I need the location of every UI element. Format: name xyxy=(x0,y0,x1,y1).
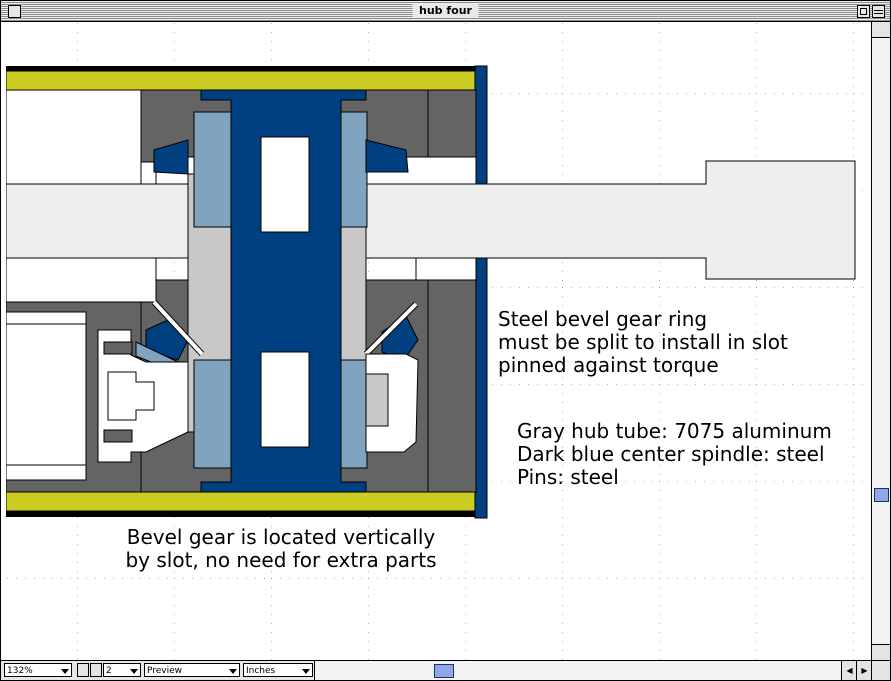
frame-top-line xyxy=(6,66,476,71)
upper-gear-left xyxy=(153,139,189,175)
gear-ring-note-line-3: pinned against torque xyxy=(498,353,719,377)
left-spring-upper xyxy=(103,341,133,355)
scroll-down-arrow-icon[interactable] xyxy=(872,644,890,660)
race-bottom-right xyxy=(340,359,368,469)
bevel-gear-note-line-2: by slot, no need for extra parts xyxy=(125,548,437,572)
view-mode-dropdown-icon xyxy=(229,669,237,674)
spindle-window-top xyxy=(260,136,310,233)
gear-ring-note: Steel bevel gear ring must be split to i… xyxy=(498,308,788,377)
horizontal-scroll-thumb[interactable] xyxy=(434,664,454,678)
left-spring-plunger xyxy=(107,371,155,421)
window-title: hub four xyxy=(412,4,479,17)
zoom-select[interactable]: 132% xyxy=(4,663,72,677)
horizontal-scrollbar[interactable] xyxy=(314,661,842,680)
page-previous-button[interactable] xyxy=(77,663,89,677)
materials-note: Gray hub tube: 7075 aluminum Dark blue c… xyxy=(517,420,832,489)
page-select[interactable]: 2 xyxy=(103,663,141,677)
left-white-slot xyxy=(6,311,87,481)
gear-slot-right xyxy=(364,302,418,356)
page-dropdown-icon xyxy=(130,669,138,674)
zoom-dropdown-icon xyxy=(61,669,69,674)
yellow-band-top xyxy=(6,70,477,91)
left-spring-lower xyxy=(103,429,133,443)
zoom-value: 132% xyxy=(7,666,33,676)
units-value: Inches xyxy=(246,666,276,676)
units-dropdown-icon xyxy=(302,669,310,674)
scroll-up-arrow-icon[interactable] xyxy=(872,22,890,38)
materials-note-line-1: Gray hub tube: 7075 aluminum xyxy=(517,419,832,443)
right-blue-plate xyxy=(474,65,488,519)
drawing-canvas[interactable]: Steel bevel gear ring must be split to i… xyxy=(6,22,871,660)
race-top-left xyxy=(193,111,235,228)
vertical-scrollbar[interactable] xyxy=(871,22,890,660)
view-mode-select[interactable]: Preview xyxy=(144,663,240,677)
upper-gear-right xyxy=(365,139,409,173)
close-box-icon[interactable] xyxy=(8,5,21,18)
scroll-right-arrow-icon[interactable]: ▶ xyxy=(856,661,872,680)
gear-ring-note-line-1: Steel bevel gear ring xyxy=(498,307,708,331)
materials-note-line-3: Pins: steel xyxy=(517,465,619,489)
bevel-gear-note: Bevel gear is located vertically by slot… xyxy=(116,526,446,572)
race-bottom-left xyxy=(193,359,235,469)
title-bar[interactable]: hub four xyxy=(1,1,890,22)
hub-cross-section-drawing xyxy=(6,22,871,660)
left-white-channel xyxy=(6,89,142,185)
resize-grip-icon[interactable] xyxy=(871,661,890,680)
page-number: 2 xyxy=(106,666,112,676)
view-mode-value: Preview xyxy=(147,666,183,676)
right-inner-spacer xyxy=(365,373,389,427)
gear-ring-note-line-2: must be split to install in slot xyxy=(498,330,788,354)
yellow-band-bottom xyxy=(6,491,477,512)
zoom-box-icon[interactable] xyxy=(857,5,870,18)
frame-bottom-line xyxy=(6,511,476,517)
materials-note-line-2: Dark blue center spindle: steel xyxy=(517,442,825,466)
race-top-right xyxy=(340,111,368,228)
units-select[interactable]: Inches xyxy=(243,663,313,677)
status-bar: 132% 2 Preview Inches ◀ ▶ xyxy=(1,660,890,680)
collapse-box-icon[interactable] xyxy=(872,5,885,18)
vertical-scroll-thumb[interactable] xyxy=(874,488,889,502)
gear-slot-left xyxy=(152,300,204,356)
scroll-left-arrow-icon[interactable]: ◀ xyxy=(841,661,857,680)
bevel-gear-note-line-1: Bevel gear is located vertically xyxy=(126,525,436,549)
spindle-window-bottom xyxy=(260,351,310,448)
page-next-button[interactable] xyxy=(90,663,102,677)
center-spindle xyxy=(200,89,367,493)
